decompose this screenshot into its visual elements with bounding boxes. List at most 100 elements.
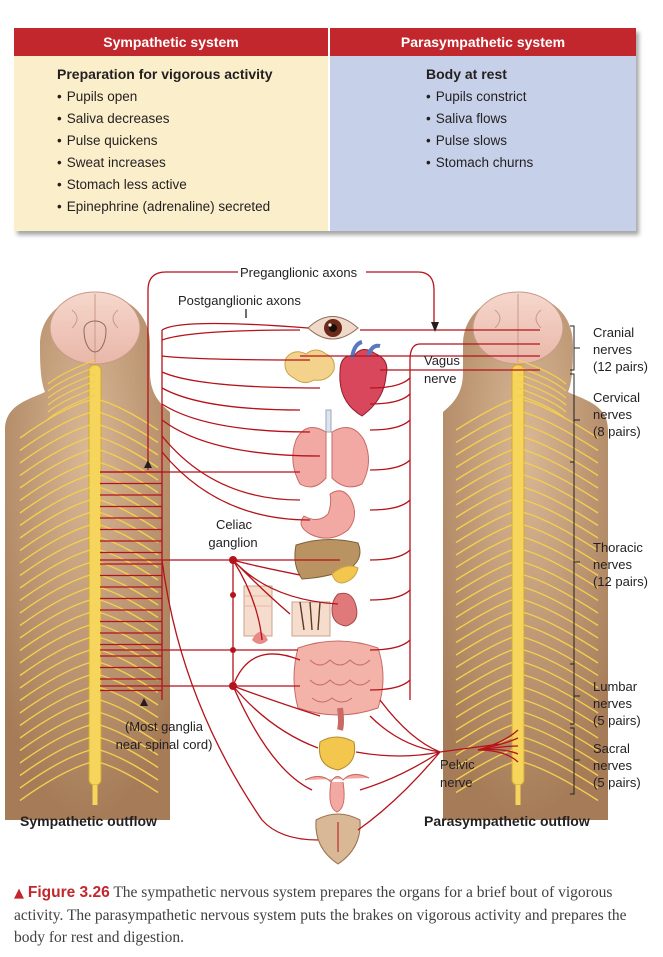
spinal-nerve (455, 661, 513, 694)
list-item: Stomach less active (57, 174, 328, 196)
celiac-label-2: ganglion (208, 535, 258, 550)
spinal-nerve (455, 549, 513, 581)
spinal-nerve (455, 499, 513, 531)
spinal-nerve (99, 574, 159, 606)
parasympathetic-list: Pupils constrict Saliva flows Pulse slow… (330, 86, 636, 174)
cranial-nerve (47, 366, 96, 392)
spinal-nerve (455, 561, 513, 594)
spinal-nerve (455, 611, 513, 644)
spinal-nerve (455, 436, 513, 469)
lumbar-name: Lumbar (593, 679, 638, 694)
spinal-nerve (99, 699, 159, 731)
list-item: Sweat increases (57, 152, 328, 174)
postganglionic-fiber (161, 419, 321, 457)
spinal-nerve (455, 536, 513, 569)
spinal-nerve (523, 561, 599, 602)
sacral-count: (5 pairs) (593, 775, 641, 790)
vagus-branch (369, 459, 411, 471)
thoracic-line2: nerves (593, 557, 633, 572)
spinal-nerve (19, 561, 91, 602)
spinal-nerve (523, 474, 599, 514)
spinal-nerve (99, 486, 159, 519)
spinal-nerve (19, 736, 91, 777)
spinal-nerve (523, 711, 599, 752)
list-item: Pulse quickens (57, 130, 328, 152)
celiac-label-1: Celiac (215, 517, 253, 532)
left-body (5, 291, 170, 820)
spinal-nerve (19, 511, 91, 552)
spinal-nerve (99, 724, 159, 756)
parasympathetic-header: Parasympathetic system (330, 28, 636, 56)
spinal-nerve (19, 499, 91, 539)
vagus-branch (369, 639, 411, 651)
spinal-nerve (523, 549, 599, 589)
spinal-nerve (523, 674, 599, 714)
caption-text: The sympathetic nervous system prepares … (14, 884, 627, 946)
hair-follicle-icon (291, 601, 331, 637)
spinal-nerve (523, 424, 599, 464)
spinal-nerve (19, 461, 91, 502)
spinal-nerve (523, 499, 599, 539)
sacral-nerves-label: Sacral nerves (5 pairs) (593, 740, 641, 791)
pelvic-label-1: Pelvic (440, 757, 475, 772)
spinal-nerve (455, 649, 513, 681)
spinal-nerve (523, 624, 599, 664)
spinal-nerve (523, 511, 599, 552)
spinal-nerve (455, 586, 513, 619)
sympathetic-outflow-label: Sympathetic outflow (20, 813, 157, 829)
celiac-branch (232, 559, 339, 641)
spinal-nerve (455, 449, 513, 481)
spinal-nerve (99, 649, 159, 681)
stomach-icon (300, 490, 355, 539)
spinal-nerve (99, 761, 159, 794)
cranial-nerve (47, 373, 96, 399)
spinal-nerve (19, 749, 91, 789)
spinal-nerve (19, 424, 91, 464)
spinal-nerve (455, 486, 513, 519)
spinal-nerve (19, 711, 91, 752)
spinal-nerve (99, 674, 159, 706)
spinal-nerve (19, 636, 91, 677)
spinal-nerve (523, 661, 599, 702)
sacral-name: Sacral (593, 741, 630, 756)
ganglion-dot (230, 647, 236, 653)
spinal-nerve (523, 649, 599, 689)
sacral-fiber (477, 749, 519, 763)
cranial-nerve (47, 380, 96, 406)
spinal-nerve (523, 724, 599, 764)
postganglionic-fiber (161, 329, 301, 341)
vagus-branch (369, 377, 411, 389)
sympathetic-title: Preparation for vigorous activity (57, 66, 273, 82)
vagus-branch (369, 393, 411, 405)
spinal-nerve (19, 524, 91, 564)
spinal-nerve (523, 524, 599, 564)
spinal-nerve (455, 711, 513, 744)
figure-caption: ▲ Figure 3.26 The sympathetic nervous sy… (14, 882, 650, 949)
cranial-nerves-label: Cranial nerves (12 pairs) (593, 324, 648, 375)
spinal-nerve (19, 686, 91, 727)
thoracic-nerves-label: Thoracic nerves (12 pairs) (593, 539, 648, 590)
spinal-nerve (523, 461, 599, 502)
postganglionic-fiber (161, 559, 319, 841)
spinal-nerve (523, 586, 599, 627)
spinal-nerve (99, 436, 159, 469)
arrow-icons (140, 322, 439, 706)
nervous-system-diagram (5, 271, 608, 865)
vagus-label-2: nerve (424, 371, 457, 386)
sacral-line2: nerves (593, 758, 633, 773)
preganglionic-arrow-line (147, 271, 435, 470)
ganglia-note-2: near spinal cord) (115, 737, 213, 752)
cranial-nerve (517, 359, 567, 385)
postganglionic-label: Postganglionic axons (176, 292, 303, 309)
postganglionic-fiber (161, 435, 301, 501)
pelvic-label-2: nerve (440, 775, 473, 790)
spinal-nerve (455, 699, 513, 731)
spinal-nerve (19, 661, 91, 702)
list-item: Saliva decreases (57, 108, 328, 130)
genital-icon (315, 813, 361, 865)
parasympathetic-outflow-label: Parasympathetic outflow (424, 813, 590, 829)
spinal-nerve (19, 611, 91, 652)
vagus-branch (369, 499, 411, 511)
spinal-nerve (523, 399, 599, 439)
cranial-name: Cranial (593, 325, 635, 340)
